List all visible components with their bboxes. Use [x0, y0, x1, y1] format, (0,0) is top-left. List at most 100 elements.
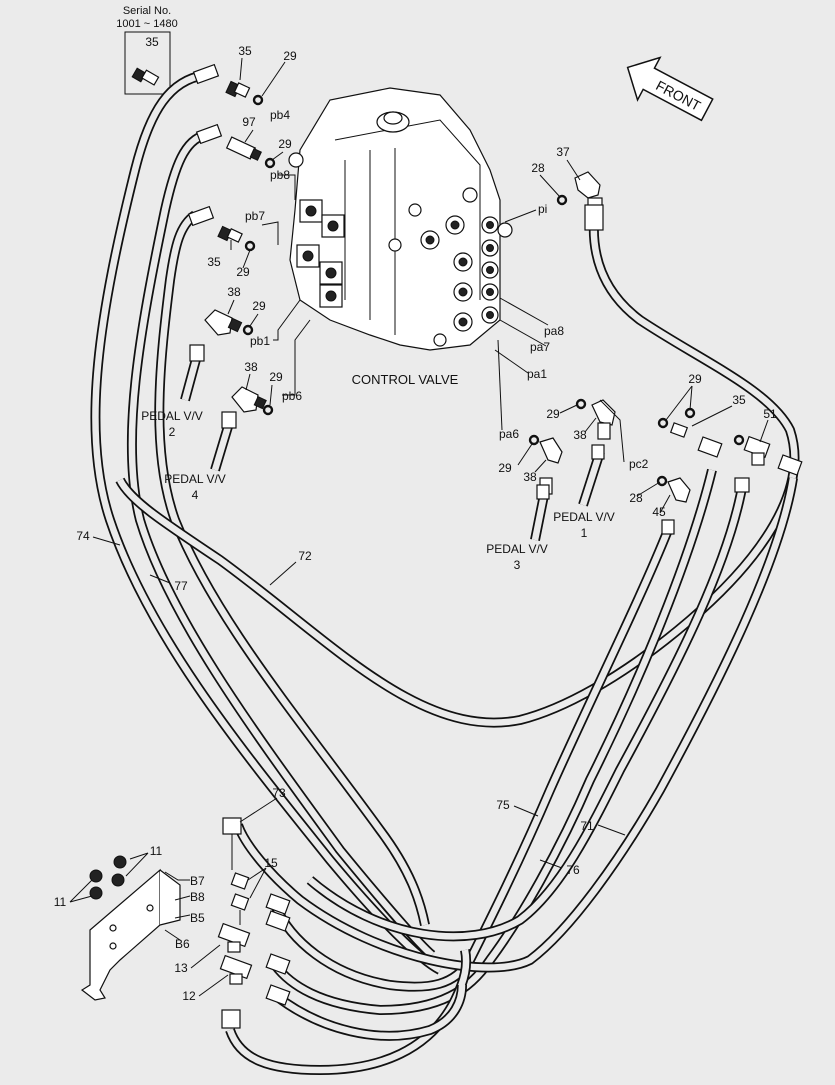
fittings [187, 63, 803, 535]
part-29b: 29 [278, 137, 292, 151]
hose-end-71 [777, 454, 803, 476]
part-73: 73 [272, 786, 286, 800]
port-pa6: pa6 [499, 427, 519, 441]
hose-end-pedal-3 [536, 484, 550, 500]
oring-right-51 [733, 434, 745, 446]
front-arrow-shape [626, 56, 714, 122]
hose-end-b5 [265, 953, 291, 975]
pedal-2-name: PEDAL V/V [141, 409, 203, 423]
hose-end-pedal-2 [189, 344, 205, 362]
oring-29-pa6 [528, 434, 540, 446]
part-45: 45 [652, 505, 666, 519]
part-12: 12 [182, 989, 196, 1003]
valve-left-ports [288, 152, 447, 347]
elbow-45-pc2 [661, 477, 691, 535]
part-35b: 35 [207, 255, 221, 269]
port-pb8: pb8 [270, 168, 290, 182]
fitting-35-top [225, 80, 251, 98]
control-valve-label: CONTROL VALVE [352, 372, 459, 387]
oring-28-pi [556, 194, 568, 206]
part-38b: 38 [244, 360, 258, 374]
bolts-11 [89, 855, 127, 900]
pedal-1-number: 1 [581, 526, 588, 540]
oring-29-right-b [684, 407, 696, 419]
part-29e: 29 [269, 370, 283, 384]
tee-13 [217, 922, 251, 953]
serial-fitting [131, 67, 160, 86]
pedal-3-name: PEDAL V/V [486, 542, 548, 556]
front-direction-arrow: FRONT [626, 56, 714, 122]
part-51: 51 [763, 407, 777, 421]
port-pi: pi [538, 202, 547, 216]
part-77: 77 [174, 579, 188, 593]
pedal-4-number: 4 [192, 488, 199, 502]
tee-12 [219, 954, 253, 985]
part-number-labels: 35 29 97 29 35 29 38 29 38 29 37 28 29 3… [54, 44, 777, 1003]
fitting-35-pb7 [217, 225, 243, 243]
port-pb7: pb7 [245, 209, 265, 223]
port-pc2: pc2 [629, 457, 649, 471]
hose-end-pedal-4 [221, 411, 237, 429]
part-72: 72 [298, 549, 312, 563]
part-37: 37 [556, 145, 570, 159]
oring-29-top [252, 94, 264, 106]
part-29h: 29 [498, 461, 512, 475]
port-pa1: pa1 [527, 367, 547, 381]
part-38c: 38 [573, 428, 587, 442]
part-29f: 29 [546, 407, 560, 421]
pedal-4-name: PEDAL V/V [164, 472, 226, 486]
oring-29-pb8 [264, 157, 276, 169]
hoses [90, 70, 800, 1076]
valve-spool-ports [420, 187, 513, 332]
part-28a: 28 [531, 161, 545, 175]
port-pa7: pa7 [530, 340, 550, 354]
oring-29-right-a [657, 417, 669, 429]
port-labels: pb4 pb8 pb7 pb1 pb6 pi pa8 pa7 pa1 pa6 p… [175, 108, 649, 951]
part-29d: 29 [252, 299, 266, 313]
part-71: 71 [580, 819, 594, 833]
tee-51 [743, 435, 771, 466]
hose-end-bottom [221, 1009, 241, 1029]
part-15: 15 [264, 856, 278, 870]
port-b5: B5 [190, 911, 205, 925]
part-29c: 29 [236, 265, 250, 279]
part-35a: 35 [238, 44, 252, 58]
port-b6: B6 [175, 937, 190, 951]
oring-29-pb7 [244, 240, 256, 252]
port-b7: B7 [190, 874, 205, 888]
elbow-38-pa1 [591, 399, 616, 440]
oring-29-pa1 [575, 398, 587, 410]
fitting-15-b8 [230, 893, 250, 911]
hose-end-pb7 [187, 205, 215, 227]
port-b8: B8 [190, 890, 205, 904]
part-29a: 29 [283, 49, 297, 63]
port-pb1: pb1 [250, 334, 270, 348]
elbow-38-pb1 [204, 309, 243, 336]
oring-29-pb6 [262, 404, 274, 416]
part-13: 13 [174, 961, 188, 975]
part-38d: 38 [523, 470, 537, 484]
serial-part-label: 35 [145, 35, 159, 49]
part-97: 97 [242, 115, 256, 129]
fitting-35-right [669, 422, 689, 438]
bottom-bracket-assembly [80, 817, 291, 1029]
port-pb4: pb4 [270, 108, 290, 122]
leader-lines [69, 57, 769, 997]
part-74: 74 [76, 529, 90, 543]
oring-28-pc2 [656, 475, 668, 487]
serial-box [124, 31, 171, 95]
pedal-labels: PEDAL V/V 2 PEDAL V/V 4 PEDAL V/V 1 PEDA… [141, 409, 615, 572]
port-pa8: pa8 [544, 324, 564, 338]
part-38a: 38 [227, 285, 241, 299]
control-valve-body [288, 87, 513, 351]
hose-end-73 [734, 477, 750, 493]
hose-end-73-bottom [222, 817, 242, 835]
part-11-top: 11 [150, 844, 163, 858]
hose-end-77 [195, 123, 223, 145]
part-35c: 35 [732, 393, 746, 407]
serial-title: Serial No. [123, 5, 171, 17]
serial-number-callout: Serial No. 1001 ~ 1480 35 [116, 5, 178, 95]
oring-29-pb1 [242, 324, 254, 336]
